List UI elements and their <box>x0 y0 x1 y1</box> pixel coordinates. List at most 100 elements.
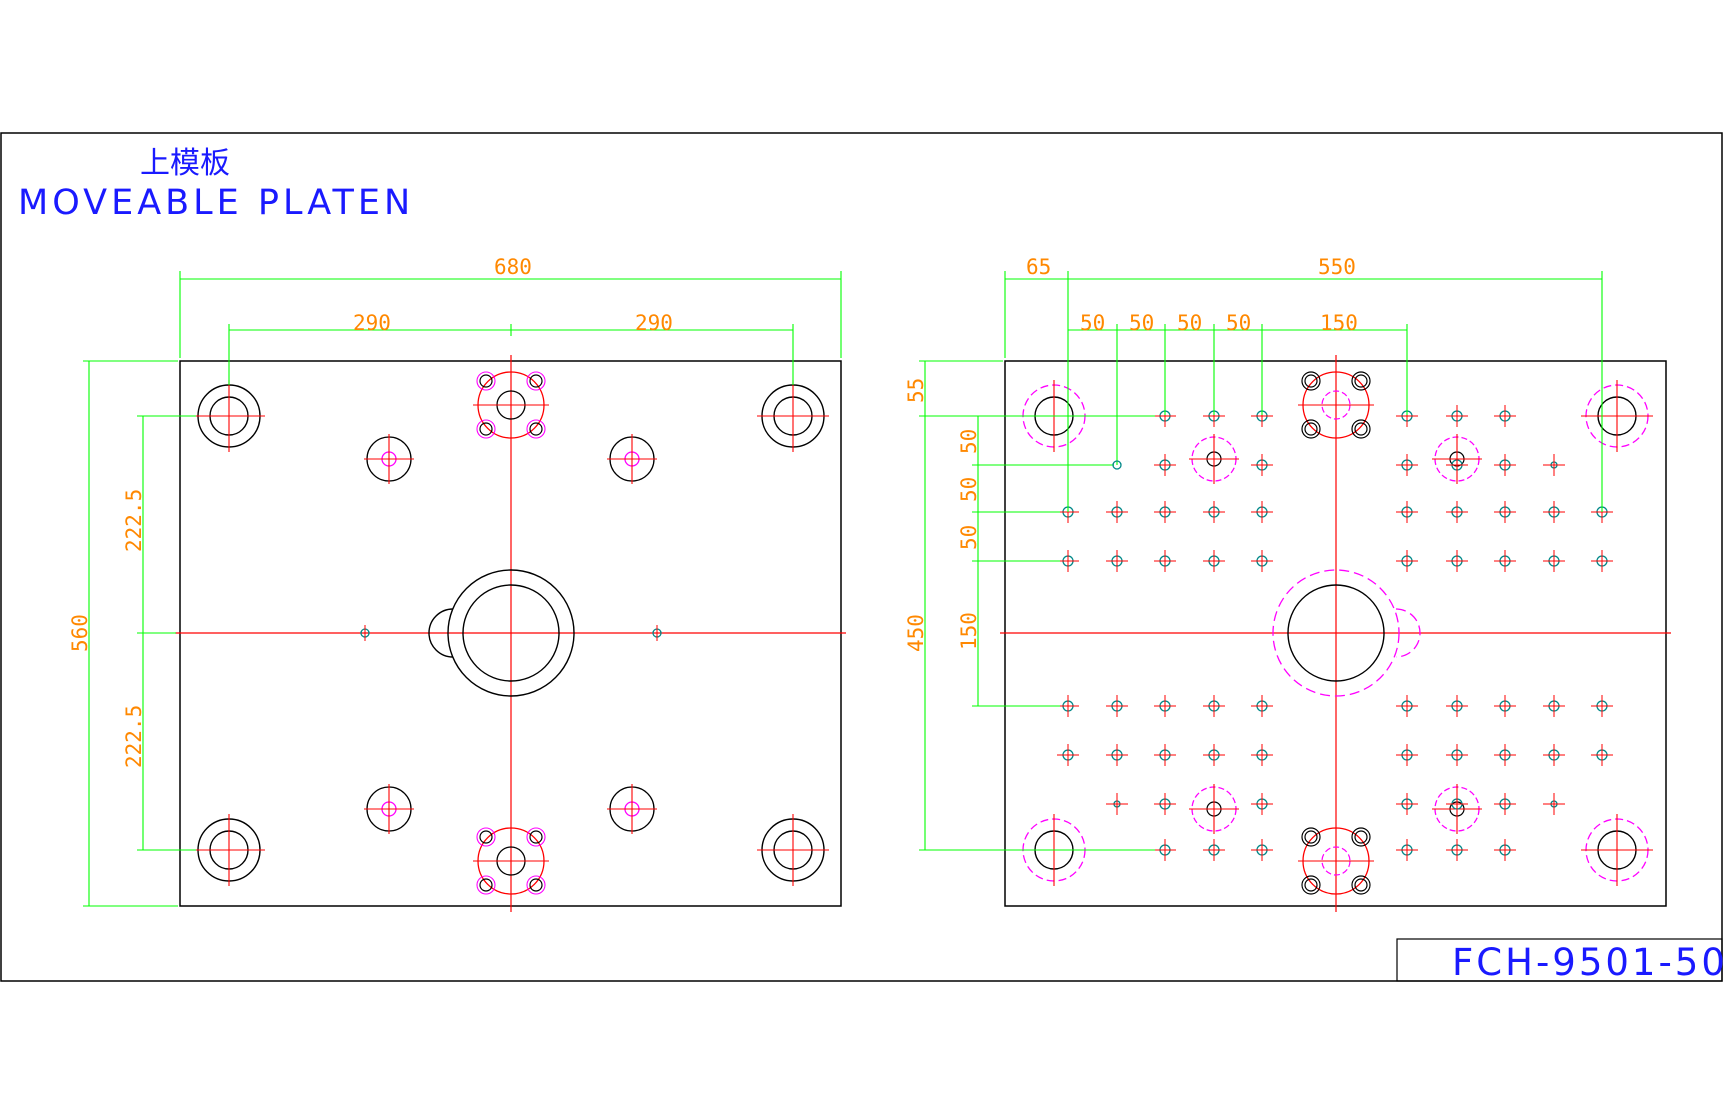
tapped-hole <box>1543 744 1565 766</box>
tapped-hole <box>1494 454 1516 476</box>
tapped-hole <box>1154 550 1176 572</box>
tapped-hole <box>1396 839 1418 861</box>
right-dim-row-2: 50 <box>957 477 981 502</box>
tapped-hole <box>1251 550 1273 572</box>
left-bolt-holes <box>364 434 657 834</box>
tapped-hole <box>1591 744 1613 766</box>
tapped-hole <box>1591 550 1613 572</box>
left-small-holes <box>360 625 662 641</box>
tapped-hole <box>1251 793 1273 815</box>
tapped-hole <box>1543 695 1565 717</box>
left-platen-view: 680 290 290 560 222.5 222.5 <box>68 255 846 912</box>
tapped-hole <box>1446 405 1468 427</box>
tapped-hole <box>1154 454 1176 476</box>
left-dimension-lines <box>83 271 842 907</box>
title-english: MOVEABLE PLATEN <box>18 183 414 223</box>
tapped-hole <box>1154 793 1176 815</box>
tapped-hole <box>1396 744 1418 766</box>
tapped-hole <box>1494 839 1516 861</box>
tapped-hole <box>1494 501 1516 523</box>
tapped-hole <box>1591 695 1613 717</box>
left-flange-top <box>473 371 549 439</box>
tapped-hole <box>1396 454 1418 476</box>
right-dimension-lines <box>919 271 1603 851</box>
right-centerlines <box>1000 355 1671 912</box>
left-dim-upper-half: 222.5 <box>122 489 146 552</box>
tapped-hole <box>1154 744 1176 766</box>
tapped-hole <box>1446 839 1468 861</box>
tapped-hole <box>1057 550 1079 572</box>
tapped-hole <box>1446 550 1468 572</box>
tapped-hole <box>1057 744 1079 766</box>
tapped-hole <box>1106 744 1128 766</box>
right-center-boss <box>1272 569 1421 697</box>
tapped-hole <box>1543 793 1565 815</box>
drawing-number: FCH-9501-50 <box>1452 941 1723 984</box>
tapped-hole <box>1446 454 1468 476</box>
tapped-hole <box>1251 695 1273 717</box>
left-dim-overall-height: 560 <box>68 614 92 652</box>
right-dim-hole-span: 550 <box>1318 255 1356 279</box>
right-dim-row-1: 50 <box>957 429 981 454</box>
tapped-hole <box>1203 839 1225 861</box>
left-center-boss <box>428 569 575 697</box>
tapped-hole <box>1396 695 1418 717</box>
left-tiebar-centerlines <box>193 380 829 886</box>
tapped-hole <box>1154 695 1176 717</box>
tapped-hole <box>1396 501 1418 523</box>
tapped-hole <box>1203 501 1225 523</box>
right-dim-top-offset: 55 <box>904 378 928 403</box>
tapped-hole <box>1203 550 1225 572</box>
tapped-hole <box>1543 454 1565 476</box>
right-platen-view: 65 550 50 50 50 50 150 55 50 50 50 150 4… <box>904 255 1671 912</box>
left-dim-half-right: 290 <box>635 311 673 335</box>
tapped-hole <box>1543 550 1565 572</box>
tapped-hole <box>1251 744 1273 766</box>
right-dim-pitch-2: 50 <box>1129 311 1154 335</box>
tapped-hole <box>1251 839 1273 861</box>
tapped-hole <box>1251 501 1273 523</box>
right-dim-edge-offset: 65 <box>1026 255 1051 279</box>
left-dim-overall-width: 680 <box>494 255 532 279</box>
tapped-hole <box>1154 839 1176 861</box>
tapped-hole <box>1446 501 1468 523</box>
tapped-hole <box>1494 405 1516 427</box>
tapped-hole <box>1106 550 1128 572</box>
tapped-hole <box>1396 550 1418 572</box>
left-flange-bottom <box>473 827 549 895</box>
tapped-hole <box>1106 695 1128 717</box>
tapped-hole <box>1494 793 1516 815</box>
tapped-hole <box>1543 501 1565 523</box>
tapped-hole <box>1446 793 1468 815</box>
tapped-hole <box>1106 793 1128 815</box>
title-block-box <box>1396 938 1723 982</box>
right-dim-pitch-3: 50 <box>1177 311 1202 335</box>
tapped-hole <box>1446 744 1468 766</box>
right-dim-row-3: 50 <box>957 525 981 550</box>
right-dim-right-group: 150 <box>1320 311 1358 335</box>
right-flange-top <box>1298 371 1374 439</box>
tapped-hole <box>1154 501 1176 523</box>
right-tapped-hole-grid <box>1057 405 1613 861</box>
tapped-hole <box>1106 501 1128 523</box>
tapped-hole <box>1494 550 1516 572</box>
right-reference-hole <box>1112 460 1122 470</box>
tapped-hole <box>1203 744 1225 766</box>
right-dim-pitch-1: 50 <box>1080 311 1105 335</box>
tapped-hole <box>1494 744 1516 766</box>
right-dim-center-gap: 150 <box>957 612 981 650</box>
right-flange-bottom <box>1298 827 1374 895</box>
tapped-hole <box>1396 793 1418 815</box>
left-centerlines <box>175 355 846 912</box>
sheet-frame <box>0 132 1723 982</box>
tapped-hole <box>1251 454 1273 476</box>
tapped-hole <box>1057 695 1079 717</box>
right-dim-pitch-4: 50 <box>1226 311 1251 335</box>
left-dim-half-left: 290 <box>353 311 391 335</box>
tapped-hole <box>1494 695 1516 717</box>
tapped-hole <box>1203 695 1225 717</box>
right-dim-vertical-span: 450 <box>904 614 928 652</box>
tapped-hole <box>1446 695 1468 717</box>
left-dim-lower-half: 222.5 <box>122 705 146 768</box>
